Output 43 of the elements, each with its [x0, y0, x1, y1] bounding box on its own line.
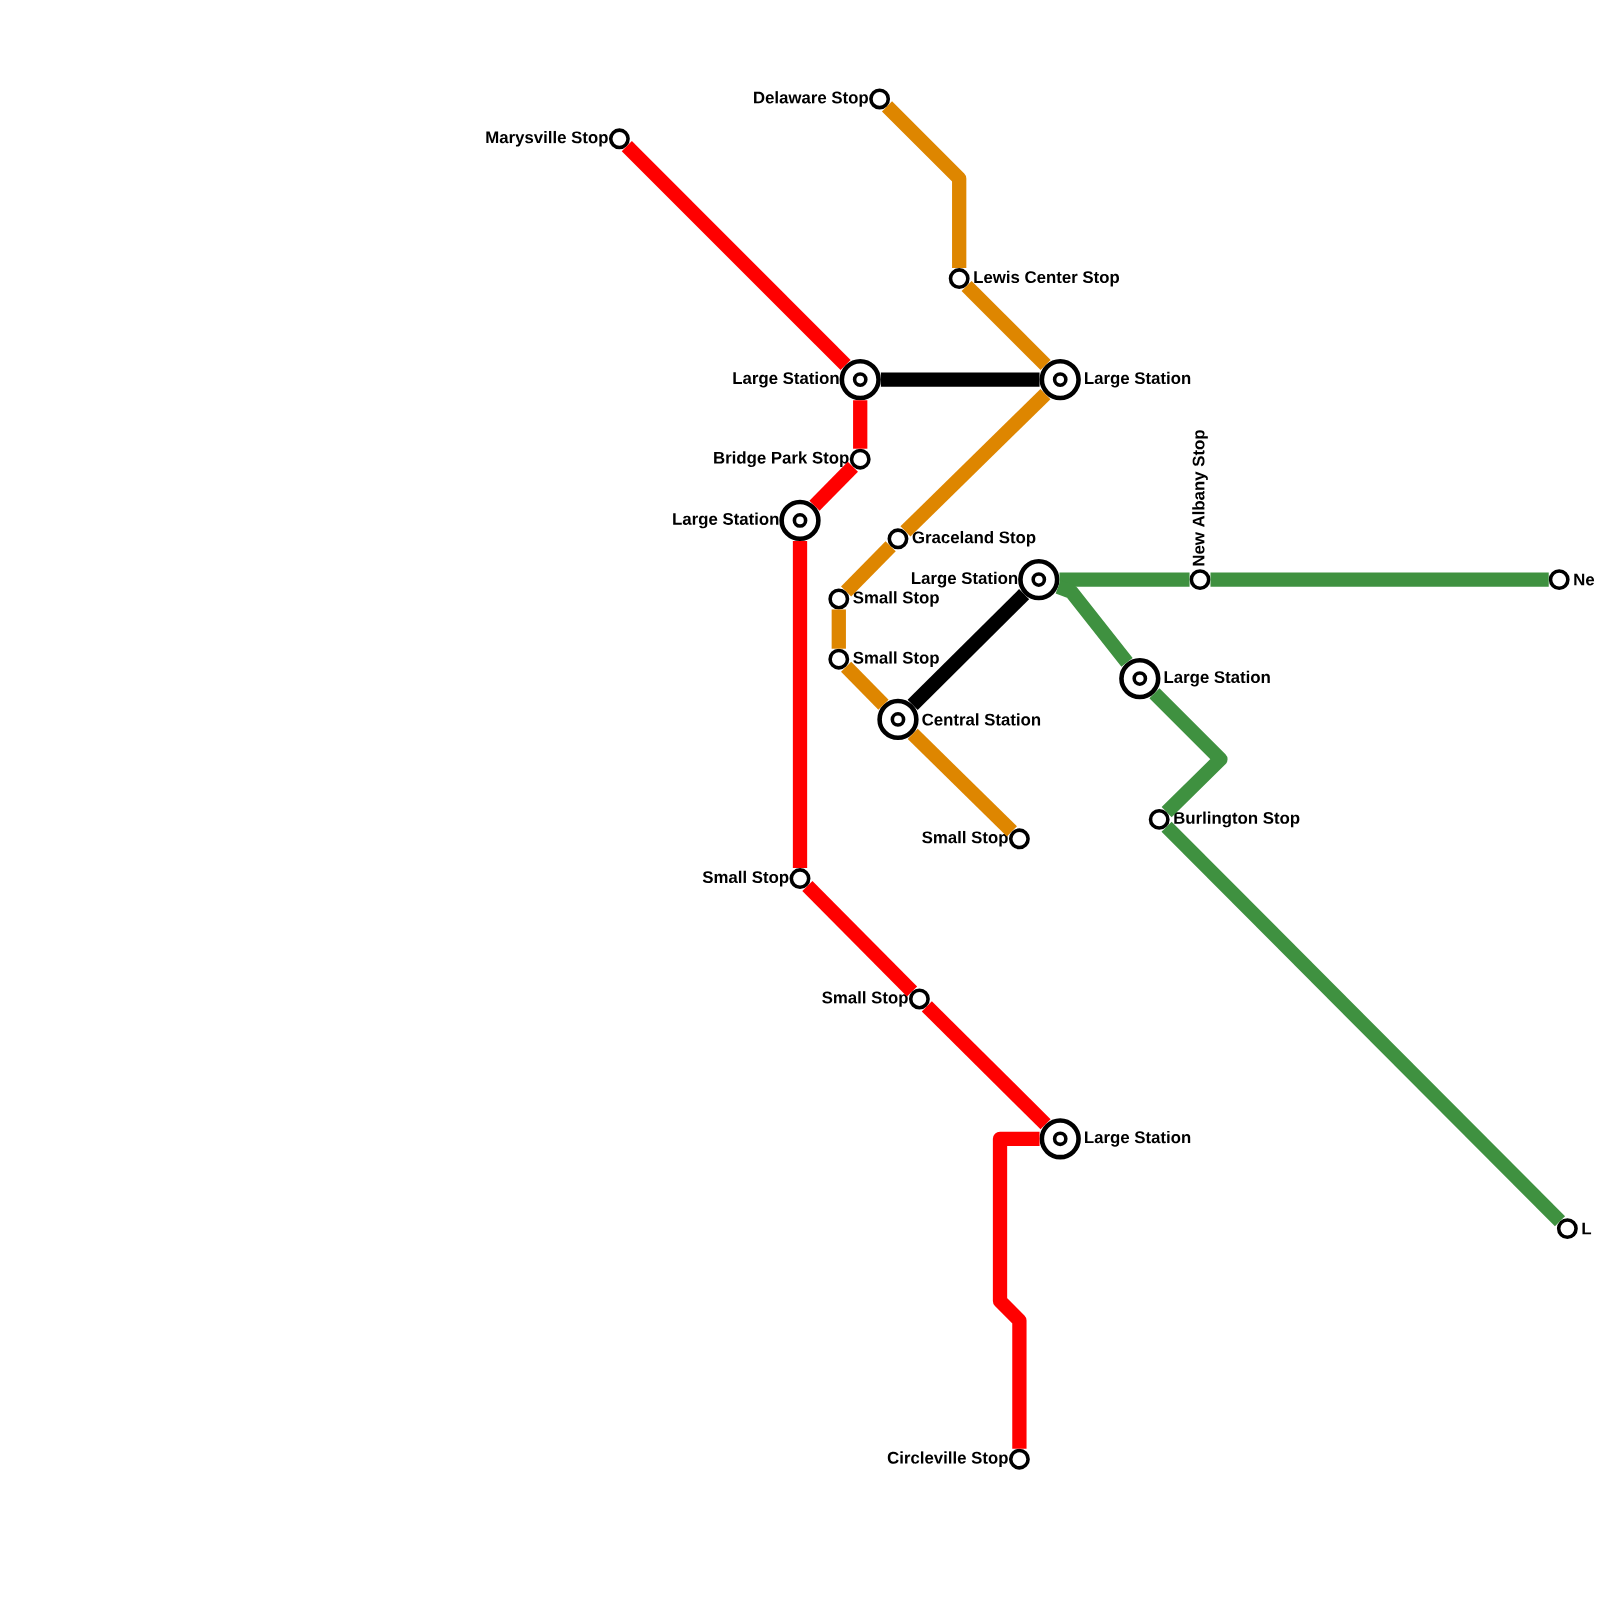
route-line: [841, 541, 896, 597]
station-label: New Albany Stop: [1192, 430, 1208, 566]
route-line: [802, 881, 918, 997]
route-line: [831, 609, 846, 649]
station-label: Small Stop: [853, 591, 939, 607]
station-label: Delaware Stop: [754, 91, 868, 107]
station-label: Bridge Park Stop: [714, 451, 849, 468]
route-line: [1161, 821, 1566, 1227]
station-label: Small Stop: [922, 830, 1008, 847]
route-line: [992, 1131, 1040, 1449]
station-label: Large Station: [1164, 670, 1270, 687]
station-label: Large Station: [1085, 1130, 1191, 1147]
station-label: Small Stop: [702, 870, 789, 887]
route-line: [1210, 572, 1549, 587]
route-line: [881, 101, 967, 269]
station-label: Small Stop: [853, 651, 939, 667]
route-line: [900, 388, 1051, 537]
station-label: Large Station: [1085, 371, 1191, 388]
route-line: [1055, 580, 1133, 667]
route-line: [853, 400, 868, 449]
station-label: Small Stop: [822, 991, 908, 1007]
station-label: Large Station: [911, 571, 1018, 588]
route-line: [792, 541, 808, 869]
station-label: Large Station: [733, 371, 839, 388]
station-label: Circleville Stop: [887, 1451, 1008, 1467]
route-line: [1059, 572, 1190, 587]
station-label: Marysville Stop: [486, 130, 608, 147]
route-line: [961, 280, 1051, 371]
route-line: [841, 661, 889, 710]
route-line: [1149, 688, 1228, 818]
route-line: [907, 728, 1017, 837]
route-line: [921, 1001, 1051, 1130]
station-label: Central Station: [922, 713, 1041, 726]
station-label: Burlington Stop: [1174, 811, 1300, 828]
route-line: [621, 141, 851, 371]
station-label: Ne: [1574, 573, 1595, 586]
route-line: [907, 589, 1030, 710]
station-label: L: [1582, 1222, 1592, 1235]
route-line: [880, 372, 1040, 387]
station-label: Lewis Center Stop: [974, 270, 1119, 287]
station-label: Large Station: [673, 512, 779, 529]
station-label: Graceland Stop: [912, 530, 1036, 547]
route-line: [809, 461, 858, 511]
